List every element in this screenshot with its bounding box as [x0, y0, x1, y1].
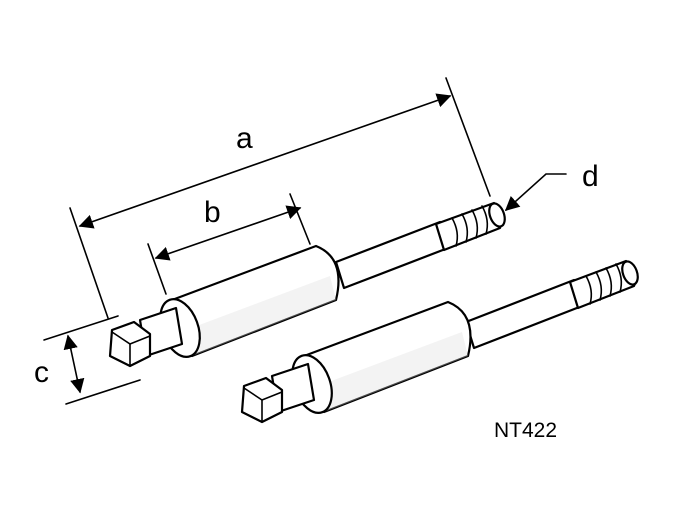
leader-d	[504, 173, 567, 211]
upper-cylinder	[159, 244, 340, 358]
upper-thread	[434, 201, 506, 252]
dimension-c	[43, 315, 141, 405]
label-a: a	[236, 122, 253, 155]
lower-rod	[464, 278, 584, 350]
label-b: b	[204, 196, 221, 229]
lower-hex-head	[240, 376, 284, 424]
upper-tool	[108, 201, 506, 368]
upper-hex-head	[108, 320, 152, 368]
dimension-b	[147, 193, 311, 295]
dimension-a	[69, 77, 491, 319]
label-c: c	[34, 356, 49, 389]
label-d: d	[582, 160, 599, 193]
lower-thread	[568, 259, 639, 310]
figure-code: NT422	[494, 419, 557, 442]
lower-tool	[240, 259, 639, 424]
upper-rod	[334, 220, 450, 290]
